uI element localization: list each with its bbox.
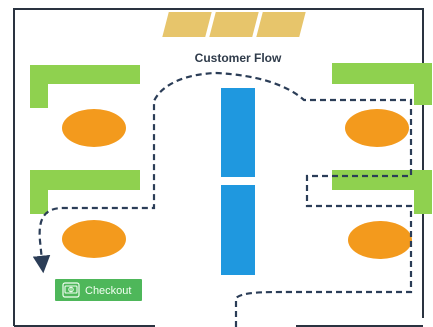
window-panel-left	[159, 10, 215, 39]
window-panel-middle	[206, 10, 262, 39]
counter-bottom-left	[30, 170, 140, 214]
center-divider-top	[221, 88, 255, 177]
customer-flow-path	[32, 71, 413, 327]
center-divider-bottom	[221, 185, 255, 275]
checkout-box	[55, 279, 142, 301]
table-bottom-right	[348, 221, 412, 259]
window-panel-right	[253, 10, 309, 39]
table-top-right	[345, 109, 409, 147]
table-bottom-left	[62, 220, 126, 258]
checkout-station: Checkout	[55, 279, 142, 301]
page-title: Customer Flow	[195, 51, 282, 65]
floorplan-outline	[13, 8, 424, 327]
counter-top-right	[332, 63, 432, 105]
window-strip	[159, 10, 309, 39]
table-top-left	[62, 109, 126, 147]
counter-top-left	[30, 65, 140, 108]
cash-register-icon	[62, 282, 80, 298]
counter-bottom-right	[332, 170, 432, 214]
checkout-label: Checkout	[85, 285, 131, 297]
